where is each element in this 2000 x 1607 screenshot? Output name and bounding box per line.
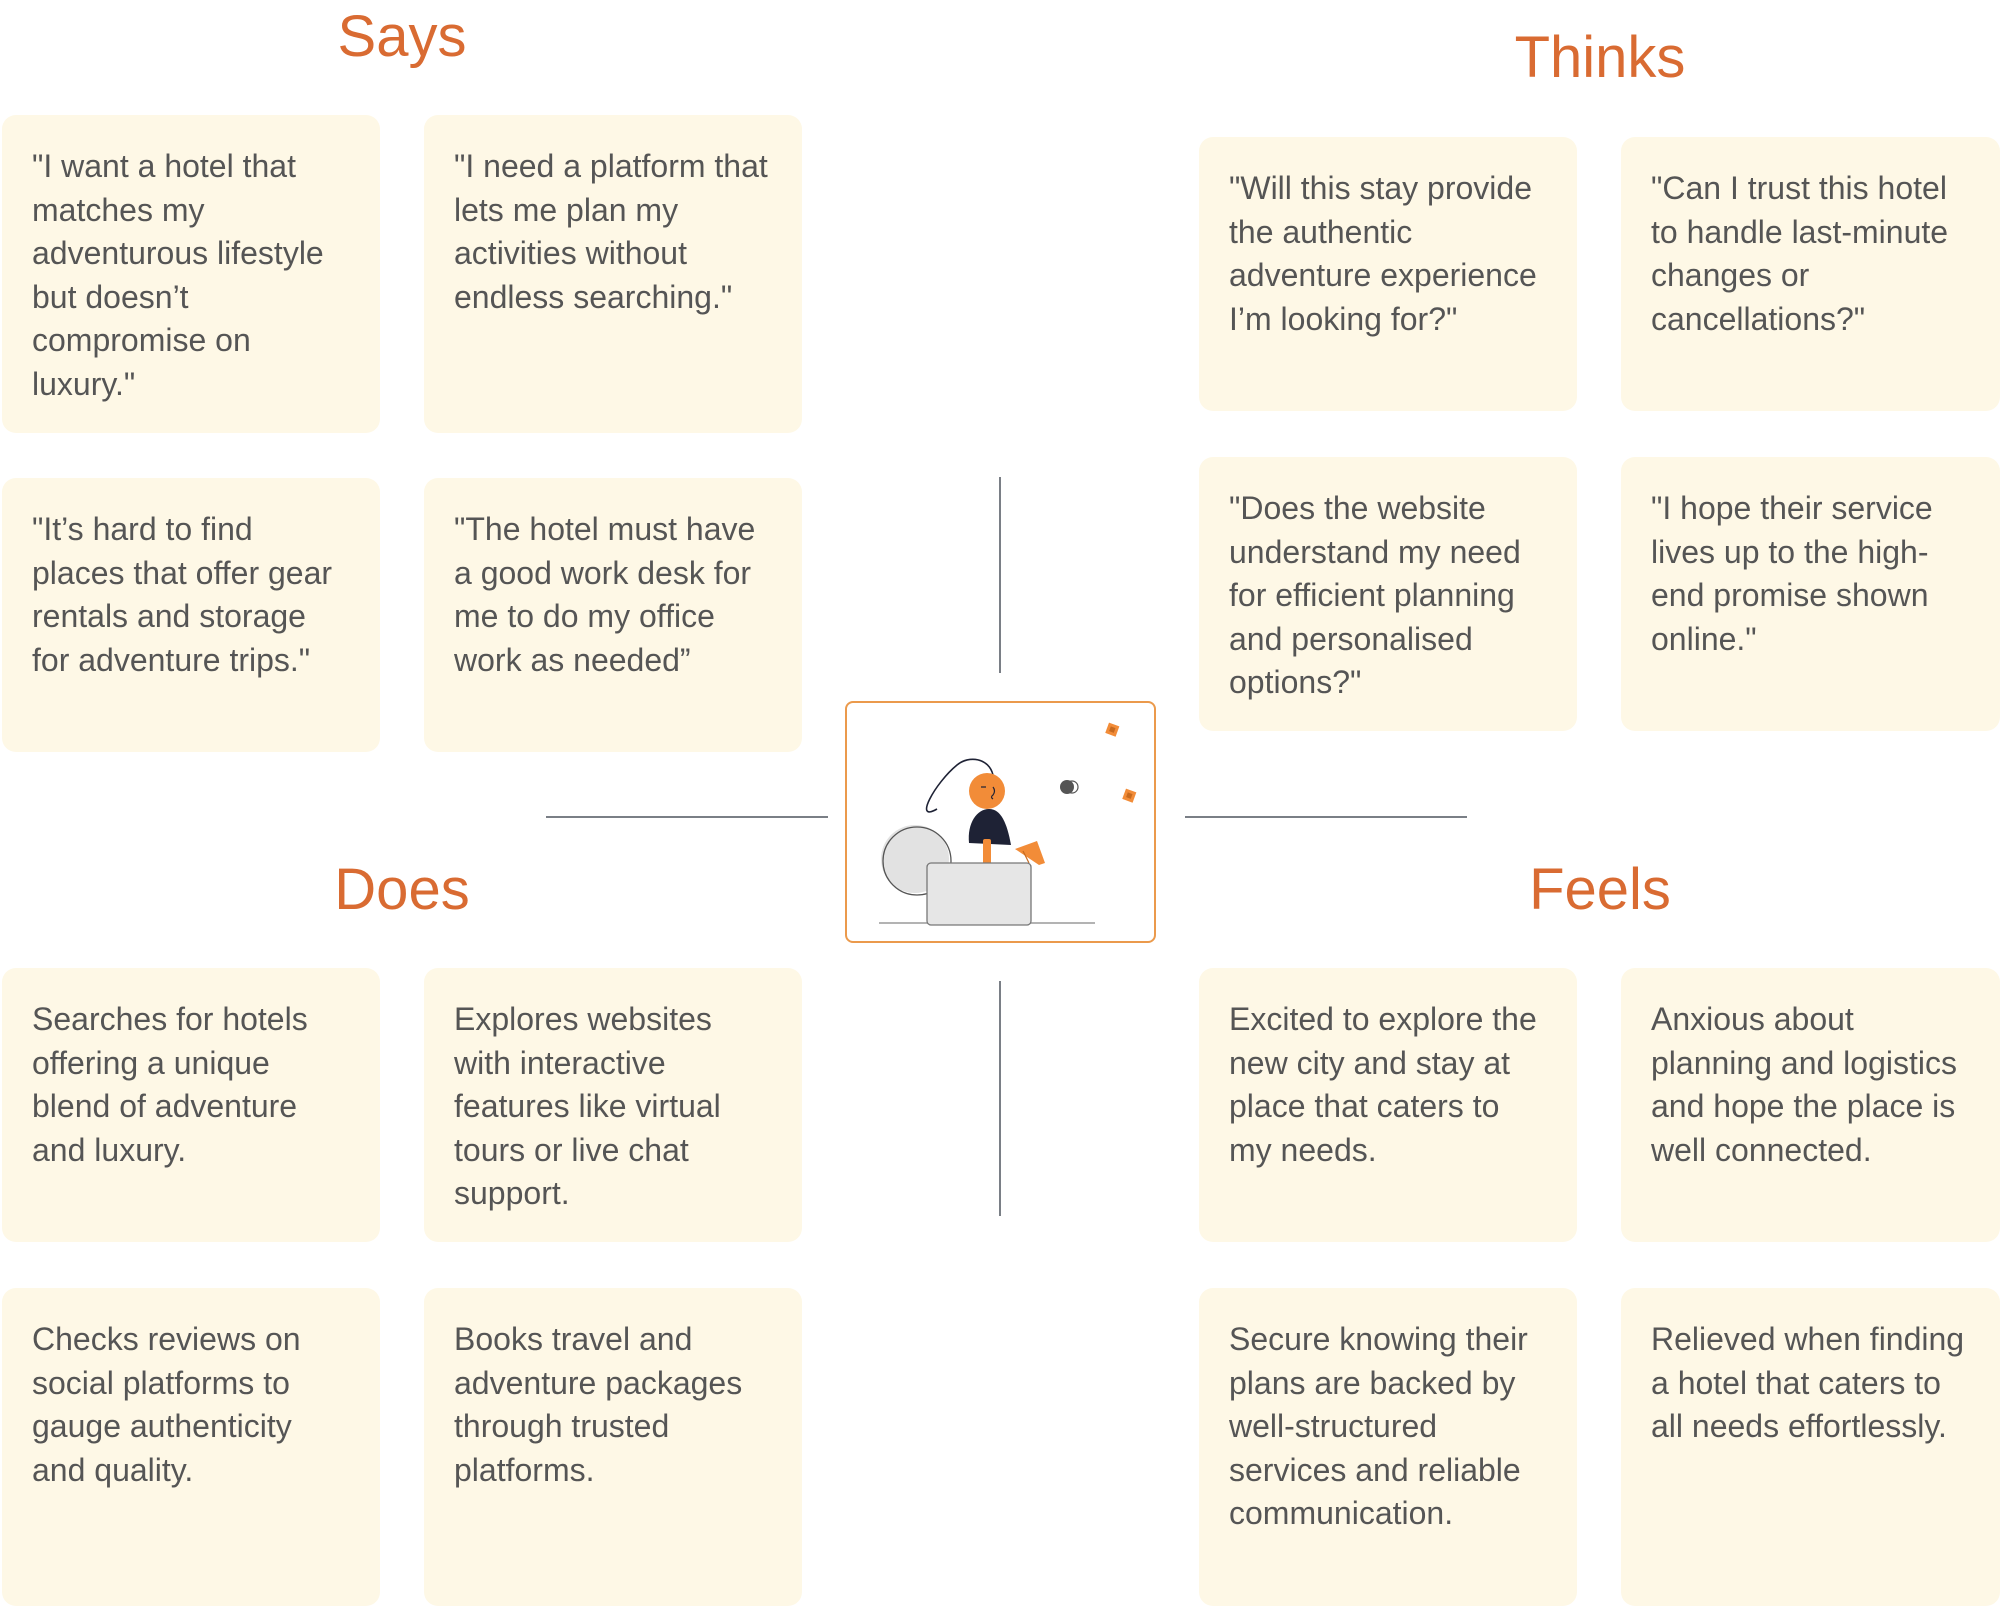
thinks-card-1-text: "Will this stay provide the authentic ad… [1229, 170, 1537, 337]
does-card-4-text: Books travel and adventure packages thro… [454, 1321, 743, 1488]
feels-card-4: Relieved when finding a hotel that cater… [1621, 1288, 2000, 1606]
thinks-card-4-text: "I hope their service lives up to the hi… [1651, 490, 1933, 657]
does-card-3: Checks reviews on social platforms to ga… [2, 1288, 380, 1606]
does-card-4: Books travel and adventure packages thro… [424, 1288, 802, 1606]
says-card-2-text: "I need a platform that lets me plan my … [454, 148, 768, 315]
divider-right [1185, 816, 1467, 818]
feels-card-1: Excited to explore the new city and stay… [1199, 968, 1577, 1242]
says-card-4: "The hotel must have a good work desk fo… [424, 478, 802, 752]
says-card-4-text: "The hotel must have a good work desk fo… [454, 511, 756, 678]
does-card-3-text: Checks reviews on social platforms to ga… [32, 1321, 301, 1488]
says-card-1: "I want a hotel that matches my adventur… [2, 115, 380, 433]
does-heading: Does [334, 857, 470, 922]
person-at-laptop-icon [879, 722, 1137, 926]
feels-card-4-text: Relieved when finding a hotel that cater… [1651, 1321, 1965, 1444]
feels-card-2: Anxious about planning and logistics and… [1621, 968, 2000, 1242]
says-card-2: "I need a platform that lets me plan my … [424, 115, 802, 433]
thinks-card-3: "Does the website understand my need for… [1199, 457, 1577, 731]
does-card-2-text: Explores websites with interactive featu… [454, 1001, 721, 1211]
divider-top [999, 477, 1001, 673]
thinks-card-2: "Can I trust this hotel to handle last-m… [1621, 137, 2000, 411]
feels-card-3: Secure knowing their plans are backed by… [1199, 1288, 1577, 1606]
thinks-card-1: "Will this stay provide the authentic ad… [1199, 137, 1577, 411]
center-illustration-frame [845, 701, 1156, 943]
does-card-2: Explores websites with interactive featu… [424, 968, 802, 1242]
feels-card-2-text: Anxious about planning and logistics and… [1651, 1001, 1957, 1168]
feels-card-3-text: Secure knowing their plans are backed by… [1229, 1321, 1528, 1531]
divider-left [546, 816, 828, 818]
says-card-3-text: "It’s hard to find places that offer gea… [32, 511, 333, 678]
feels-card-1-text: Excited to explore the new city and stay… [1229, 1001, 1537, 1168]
does-card-1: Searches for hotels offering a unique bl… [2, 968, 380, 1242]
thinks-heading: Thinks [1514, 25, 1686, 90]
says-card-1-text: "I want a hotel that matches my adventur… [32, 148, 324, 402]
divider-bottom [999, 981, 1001, 1216]
thinks-card-3-text: "Does the website understand my need for… [1229, 490, 1521, 700]
feels-heading: Feels [1529, 857, 1671, 922]
does-card-1-text: Searches for hotels offering a unique bl… [32, 1001, 308, 1168]
says-card-3: "It’s hard to find places that offer gea… [2, 478, 380, 752]
says-heading: Says [337, 4, 467, 69]
thinks-card-2-text: "Can I trust this hotel to handle last-m… [1651, 170, 1949, 337]
thinks-card-4: "I hope their service lives up to the hi… [1621, 457, 2000, 731]
